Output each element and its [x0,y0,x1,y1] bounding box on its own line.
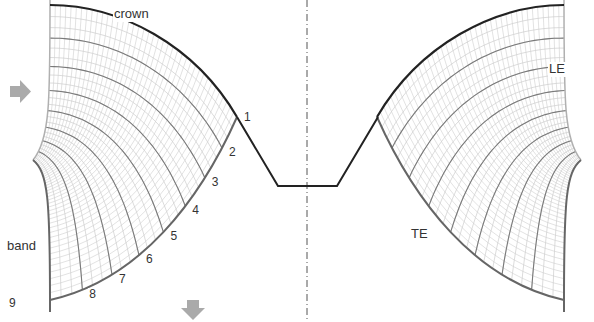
stream-line [50,67,205,178]
grid-line [49,50,178,215]
callout-number: 5 [169,230,178,244]
part-label: crown [113,7,150,22]
axis-line [307,0,308,322]
callout-number: 4 [191,204,200,218]
grid-line [50,67,205,178]
flow-arrow [10,80,31,103]
grid-line [50,82,212,254]
grid-line [50,112,234,293]
grid-line [50,73,205,242]
grid-line [44,137,121,269]
callout-number: 8 [88,288,97,302]
grid-line [46,127,139,255]
trailing-edge [50,117,237,300]
stream-line [46,127,139,255]
runner-half-mirror [377,0,581,312]
part-label: band [6,239,37,254]
flow-arrow [181,300,205,320]
grid-line [48,37,159,200]
hub-outline [237,117,378,186]
leading-edge [33,5,50,160]
callout-number: 3 [211,176,220,190]
grid-line [45,132,130,262]
part-label: LE [548,62,566,77]
grid-line [36,6,66,163]
part-label: TE [410,227,429,242]
grid-line [43,141,112,275]
stream-line [43,141,112,275]
crown-line [50,5,237,117]
grid-line [48,111,163,233]
band-line [33,160,50,312]
callout-number: 7 [118,273,127,287]
grid-line [49,98,179,216]
stream-line [39,152,83,290]
callout-number: 9 [8,297,17,311]
grid-line [50,78,208,249]
callout-number: 2 [228,146,237,160]
grid-line [50,28,227,138]
runner-half [33,0,237,312]
grid-lines [34,5,234,297]
callout-number: 1 [243,111,252,125]
grid-line [38,7,76,166]
callout-number: 6 [145,253,154,267]
grid-line [46,26,139,188]
grid-line [50,17,232,128]
stream-line [48,111,163,233]
grid-line [48,104,171,223]
grid-line [50,58,211,169]
grid-line [44,19,123,181]
